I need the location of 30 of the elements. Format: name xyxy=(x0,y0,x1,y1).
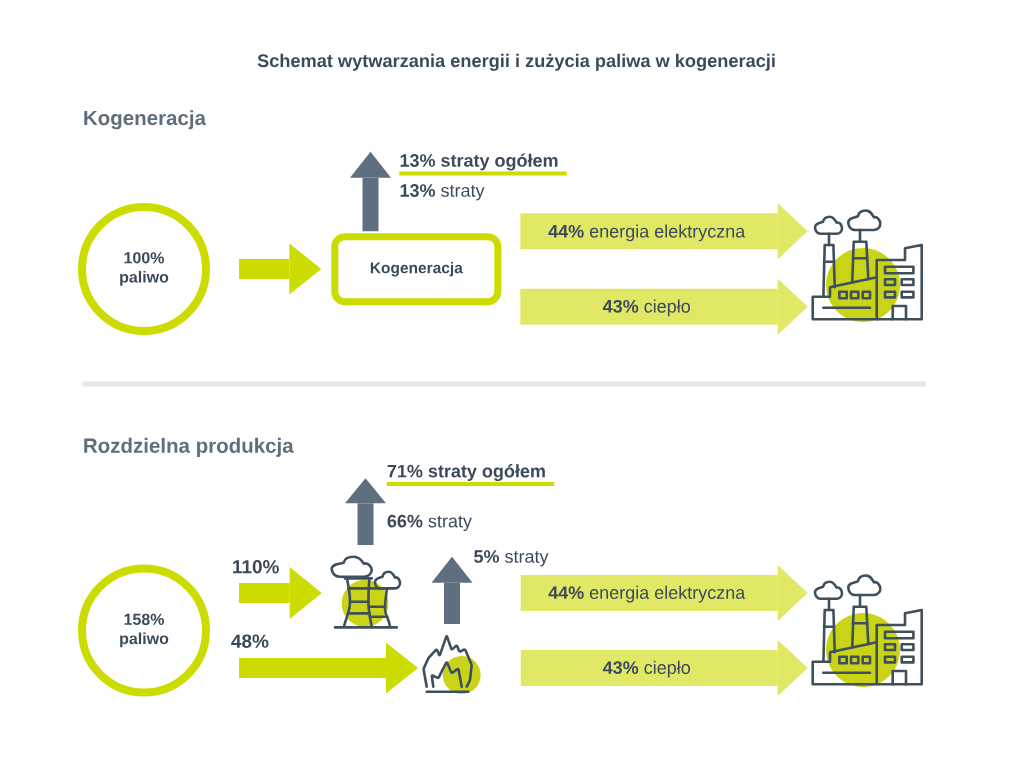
arrow xyxy=(239,243,322,295)
edge-label: 66% straty xyxy=(387,514,472,532)
circle-node: 100% paliwo xyxy=(78,203,210,335)
edge-label: 43% ciepło xyxy=(601,297,693,318)
arrow xyxy=(345,478,386,545)
edge-label: 48% xyxy=(231,634,269,648)
circle-node: 158% paliwo xyxy=(78,564,210,697)
edge-label: 5% straty xyxy=(474,550,549,567)
arrow xyxy=(431,556,473,624)
underlined-heading: 71% straty ogółem xyxy=(386,464,555,486)
edge-label: 44% energia elektryczna xyxy=(546,584,747,605)
title: Schemat wytwarzania energii i zużycia paliwa w kogeneracji xyxy=(257,53,775,71)
section-heading: Rozdzielna produkcja xyxy=(84,437,294,457)
arrow xyxy=(239,642,418,694)
process-box: Kogeneracja xyxy=(331,233,502,306)
arrow xyxy=(239,567,322,619)
factory-icon xyxy=(811,574,923,687)
cooling-tower-icon xyxy=(330,555,402,629)
arrow xyxy=(350,151,391,232)
arrow xyxy=(520,278,808,335)
flame-icon xyxy=(422,635,481,694)
edge-label: 43% ciepło xyxy=(601,659,693,680)
factory-icon xyxy=(811,209,923,322)
edge-label: 110% xyxy=(233,560,279,574)
edge-label: 13% straty xyxy=(400,184,485,201)
section-heading: Kogeneracja xyxy=(84,110,207,130)
arrow xyxy=(520,565,808,621)
arrow xyxy=(520,203,808,260)
arrow xyxy=(520,640,808,696)
underlined-heading: 13% straty ogółem xyxy=(399,153,567,176)
